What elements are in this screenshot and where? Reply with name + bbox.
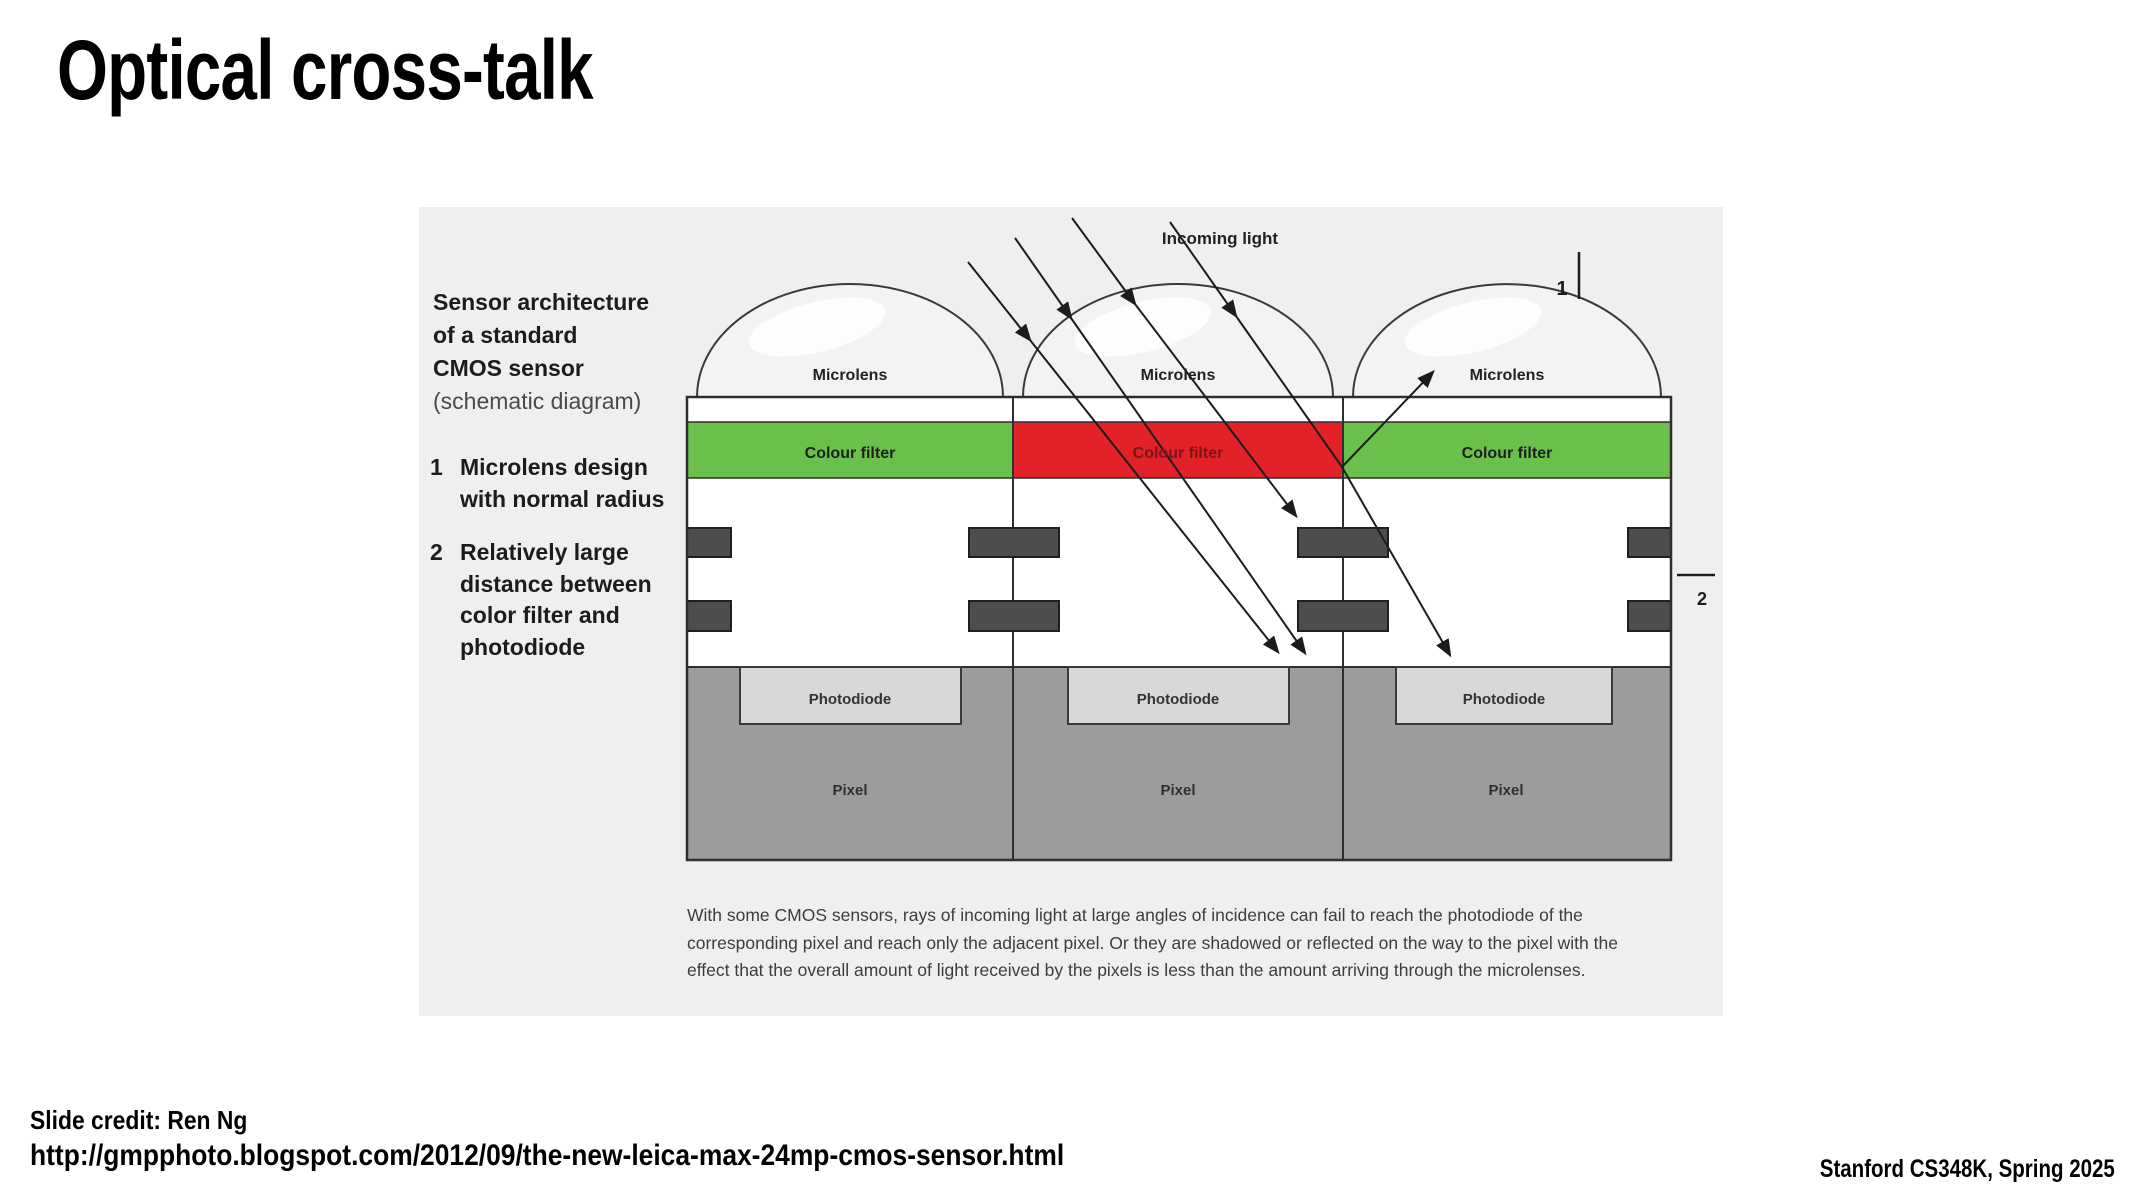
photodiode-label: Photodiode bbox=[1137, 691, 1220, 708]
slide-title: Optical cross-talk bbox=[57, 23, 594, 117]
svg-text:2: 2 bbox=[1697, 589, 1707, 609]
note-number: 2 bbox=[430, 539, 443, 565]
caption-line: With some CMOS sensors, rays of incoming… bbox=[687, 905, 1583, 925]
photodiode-box bbox=[1395, 666, 1613, 725]
photodiode-label: Photodiode bbox=[1463, 691, 1546, 708]
svg-text:1: 1 bbox=[1556, 278, 1567, 300]
colour-filter-green-right bbox=[1342, 421, 1672, 479]
microlens-label: Microlens bbox=[1141, 367, 1216, 384]
description-line: Sensor architecture bbox=[433, 289, 650, 315]
caption-line: corresponding pixel and reach only the a… bbox=[687, 932, 1618, 953]
incoming-light-rays bbox=[967, 217, 1452, 658]
marker-2: 2 bbox=[1677, 573, 1715, 609]
course-footer: Stanford CS348K, Spring 2025 bbox=[1819, 1155, 2115, 1183]
marker-1: 1 bbox=[1556, 252, 1581, 300]
description-line: (schematic diagram) bbox=[433, 388, 642, 414]
note-line: color filter and bbox=[460, 602, 620, 628]
microlens-label: Microlens bbox=[1470, 367, 1545, 384]
photodiode-label: Photodiode bbox=[809, 691, 892, 708]
pixel-label: Pixel bbox=[832, 782, 867, 799]
reflected-ray bbox=[1341, 370, 1435, 468]
note-line: photodiode bbox=[460, 633, 586, 660]
photodiode-box bbox=[739, 666, 962, 725]
colour-filter-label: Colour filter bbox=[1462, 445, 1553, 462]
diagram-caption: With some CMOS sensors, rays of incoming… bbox=[687, 902, 1687, 985]
note-line: Relatively large bbox=[460, 539, 629, 565]
note-1-microlens-design: 1 Microlens design with normal radius bbox=[430, 452, 664, 515]
note-number: 1 bbox=[430, 454, 443, 480]
colour-filter-label: Colour filter bbox=[1133, 445, 1224, 462]
photodiode-box bbox=[1067, 666, 1290, 725]
caption-line: effect that the overall amount of light … bbox=[687, 960, 1586, 980]
description-line: of a standard bbox=[433, 322, 578, 348]
note-line: with normal radius bbox=[460, 485, 665, 512]
incoming-light-label: Incoming light bbox=[1162, 229, 1278, 248]
sensor-schematic: Incoming light Microlens Microlens Micro… bbox=[685, 217, 1715, 862]
note-2-filter-distance: 2 Relatively large distance between colo… bbox=[430, 537, 652, 663]
description-line: CMOS sensor bbox=[433, 355, 584, 381]
colour-filter-green-left bbox=[686, 421, 1014, 479]
slide-credit: Slide credit: Ren Ng bbox=[30, 1105, 248, 1135]
colour-filter-label: Colour filter bbox=[805, 445, 896, 462]
sensor-diagram-panel: Sensor architecture of a standard CMOS s… bbox=[419, 207, 1723, 1016]
pixel-label: Pixel bbox=[1488, 782, 1523, 799]
pixel-label: Pixel bbox=[1160, 782, 1195, 799]
note-line: Microlens design bbox=[460, 454, 648, 480]
note-line: distance between bbox=[460, 570, 652, 597]
source-url[interactable]: http://gmpphoto.blogspot.com/2012/09/the… bbox=[30, 1139, 1065, 1172]
microlens-label: Microlens bbox=[813, 367, 888, 384]
crosstalk-ray bbox=[1341, 466, 1452, 658]
diagram-description: Sensor architecture of a standard CMOS s… bbox=[433, 286, 649, 418]
credit-block: Slide credit: Ren Ng http://gmpphoto.blo… bbox=[30, 1103, 1064, 1175]
